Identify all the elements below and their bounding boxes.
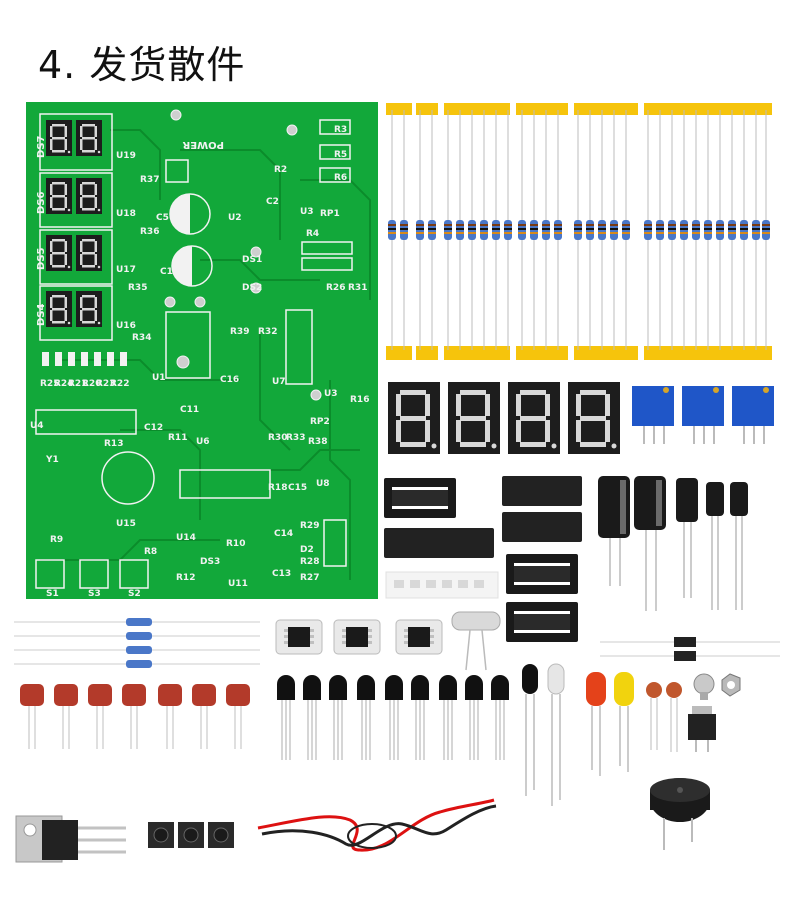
tactile-switches [148,822,234,848]
electrolytic-capacitors [598,476,748,611]
soic-chips [275,619,443,655]
pcb-ref-label: R9 [50,535,63,545]
pcb-ref-label: C14 [274,529,293,539]
pcb-ref-label: R25 [40,379,59,389]
pcb-ref-label: S2 [128,589,141,599]
pcb-ref-label: R22 [110,379,129,389]
pcb-ref-label: R12 [176,573,195,583]
pcb-ref-label: R37 [140,175,159,185]
pcb-ref-label: DS1 [242,255,262,265]
pcb-ref-label: U14 [176,533,196,543]
pcb-ds6-label: DS6 [36,191,47,214]
pcb-ref-label: R13 [104,439,123,449]
pcb-ref-label: C13 [272,569,291,579]
small-ceramic-caps [646,682,682,752]
to220-regulator [15,815,126,863]
resistor-tape-strip [386,103,772,360]
pcb-board: POWER DS7 DS6 DS5 DS4 R3 R5 R2 RP1 R4 R6… [26,102,378,599]
pcb-ref-label: U3 [300,207,314,217]
ceramic-capacitors [19,683,251,750]
pcb-ref-label: C11 [180,405,199,415]
pcb-ref-label: U6 [196,437,210,447]
pcb-ref-label: R33 [286,433,305,443]
page-title: 4. 发货散件 [38,43,246,87]
pcb-ds7-label: DS7 [36,135,47,158]
pcb-ds5-label: DS5 [36,247,47,270]
pcb-ref-label: RP1 [320,209,340,219]
pcb-ref-label: S1 [46,589,59,599]
pcb-ref-label: U11 [228,579,248,589]
pcb-ref-label: R30 [268,433,287,443]
pcb-ref-label: R6 [334,173,347,183]
pcb-ref-label: C12 [144,423,163,433]
pcb-ref-label: R26 [326,283,345,293]
transistors [276,674,510,761]
pcb-ref-label: R34 [132,333,151,343]
color-leds [586,672,634,776]
pcb-ref-label: C16 [220,375,239,385]
crystal-oscillator [451,611,501,671]
pcb-ref-label: S3 [88,589,101,599]
pcb-ref-label: R16 [350,395,369,405]
pcb-ref-label: R10 [226,539,245,549]
pcb-ref-label: R11 [168,433,187,443]
pcb-ref-label: DS3 [200,557,220,567]
pcb-ref-label: R27 [300,573,319,583]
pcb-ds4-label: DS4 [36,303,47,326]
pcb-ref-label: U15 [116,519,136,529]
pcb-ref-label: C15 [288,483,307,493]
pcb-ref-label: R24 [54,379,73,389]
ir-leds [522,663,565,806]
pcb-ref-label: R5 [334,150,347,160]
pcb-ref-label: U18 [116,209,136,219]
pcb-ref-label: R2 [274,165,287,175]
trimmer-potentiometers [632,386,774,444]
pcb-ref-label: R21 [68,379,87,389]
pcb-ref-label: U3 [324,389,338,399]
pcb-ref-label: U8 [316,479,330,489]
ic-sockets [384,476,582,642]
pcb-ref-label: C5 [156,213,169,223]
diodes [600,637,780,661]
pcb-ref-label: R20 [82,379,101,389]
pcb-ref-label: R31 [348,283,367,293]
pcb-ref-label: U7 [272,377,286,387]
pcb-ref-label: U1 [152,373,166,383]
seven-segment-displays [388,382,620,454]
pcb-ref-label: U16 [116,321,136,331]
pcb-ref-label: R18 [268,483,287,493]
pcb-ref-label: D2 [300,545,314,555]
pcb-ref-label: Y1 [45,455,59,465]
pcb-ref-label: DS2 [242,283,262,293]
pcb-ref-label: U17 [116,265,136,275]
pcb-ref-label: R32 [258,327,277,337]
voltage-regulator-dpak [688,706,716,752]
pcb-ref-label: U4 [30,421,44,431]
pcb-power-label: POWER [182,139,224,150]
loose-resistors [14,618,260,668]
pcb-ref-label: R28 [300,557,319,567]
pcb-ref-label: R29 [300,521,319,531]
pcb-ref-label: C1 [160,267,173,277]
pcb-ref-label: C2 [266,197,279,207]
ceramic-strip [385,571,499,599]
power-wire [257,798,497,852]
pcb-ref-label: R23 [96,379,115,389]
pcb-ref-label: R8 [144,547,157,557]
pcb-ref-label: R38 [308,437,327,447]
pcb-ref-label: R36 [140,227,159,237]
pcb-ref-label: R39 [230,327,249,337]
pcb-ref-label: R3 [334,125,347,135]
pcb-ref-label: R35 [128,283,147,293]
buzzer [650,778,710,850]
pcb-ref-label: R4 [306,229,319,239]
screw-and-nut [693,673,741,700]
pcb-ref-label: U19 [116,151,136,161]
pcb-ref-label: RP2 [310,417,330,427]
pcb-ref-label: U2 [228,213,242,223]
